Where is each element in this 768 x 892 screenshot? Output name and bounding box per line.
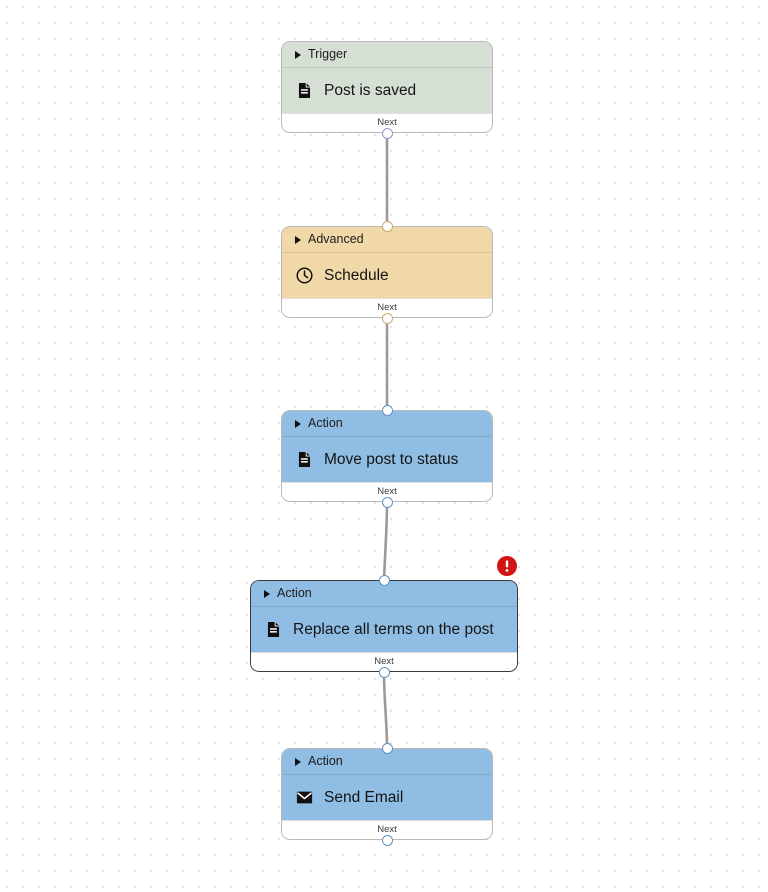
exclamation-icon — [505, 560, 509, 572]
chevron-right-icon[interactable] — [295, 50, 301, 59]
workflow-node-action-replace-terms[interactable]: Action Replace all terms on the post Nex… — [250, 580, 518, 672]
node-header[interactable]: Action — [282, 749, 492, 775]
node-category-label: Action — [277, 586, 312, 601]
node-body[interactable]: Replace all terms on the post — [251, 607, 517, 652]
workflow-node-advanced[interactable]: Advanced Schedule Next — [281, 226, 493, 318]
node-category-label: Action — [308, 416, 343, 431]
node-category-label: Trigger — [308, 47, 348, 62]
envelope-icon — [296, 791, 313, 804]
node-footer-next[interactable]: Next — [282, 820, 492, 838]
edge-action1-to-action2 — [382, 500, 389, 582]
workflow-node-trigger[interactable]: Trigger Post is saved Next — [281, 41, 493, 133]
document-icon — [267, 621, 280, 638]
chevron-right-icon[interactable] — [264, 589, 270, 598]
node-source-handle-action-replace-terms[interactable] — [378, 666, 390, 678]
node-target-handle-action-send-email[interactable] — [381, 742, 393, 754]
node-footer-next[interactable]: Next — [282, 298, 492, 316]
clock-icon — [296, 267, 313, 284]
node-footer-next[interactable]: Next — [282, 113, 492, 131]
node-title: Schedule — [324, 266, 389, 284]
node-source-handle-action-move-post[interactable] — [381, 496, 393, 508]
edge-action2-to-action3 — [382, 670, 389, 750]
node-title: Replace all terms on the post — [293, 620, 494, 638]
node-body[interactable]: Post is saved — [282, 68, 492, 113]
node-title: Move post to status — [324, 450, 459, 468]
node-body[interactable]: Send Email — [282, 775, 492, 820]
node-target-handle-action-move-post[interactable] — [381, 404, 393, 416]
workflow-node-action-move-post[interactable]: Action Move post to status Next — [281, 410, 493, 502]
document-icon — [298, 451, 311, 468]
chevron-right-icon[interactable] — [295, 419, 301, 428]
node-category-label: Advanced — [308, 232, 364, 247]
node-source-handle-action-send-email[interactable] — [381, 834, 393, 846]
document-icon — [298, 82, 311, 99]
node-header[interactable]: Trigger — [282, 42, 492, 68]
node-source-handle-trigger[interactable] — [381, 127, 393, 139]
node-source-handle-advanced[interactable] — [381, 312, 393, 324]
node-target-handle-action-replace-terms[interactable] — [378, 574, 390, 586]
node-footer-next[interactable]: Next — [251, 652, 517, 670]
node-error-badge[interactable] — [497, 556, 517, 576]
workflow-node-action-send-email[interactable]: Action Send Email Next — [281, 748, 493, 840]
node-body[interactable]: Move post to status — [282, 437, 492, 482]
node-title: Post is saved — [324, 81, 417, 99]
node-header[interactable]: Advanced — [282, 227, 492, 253]
chevron-right-icon[interactable] — [295, 757, 301, 766]
node-target-handle-advanced[interactable] — [381, 220, 393, 232]
node-category-label: Action — [308, 754, 343, 769]
node-title: Send Email — [324, 788, 404, 806]
chevron-right-icon[interactable] — [295, 235, 301, 244]
node-footer-next[interactable]: Next — [282, 482, 492, 500]
node-body[interactable]: Schedule — [282, 253, 492, 298]
